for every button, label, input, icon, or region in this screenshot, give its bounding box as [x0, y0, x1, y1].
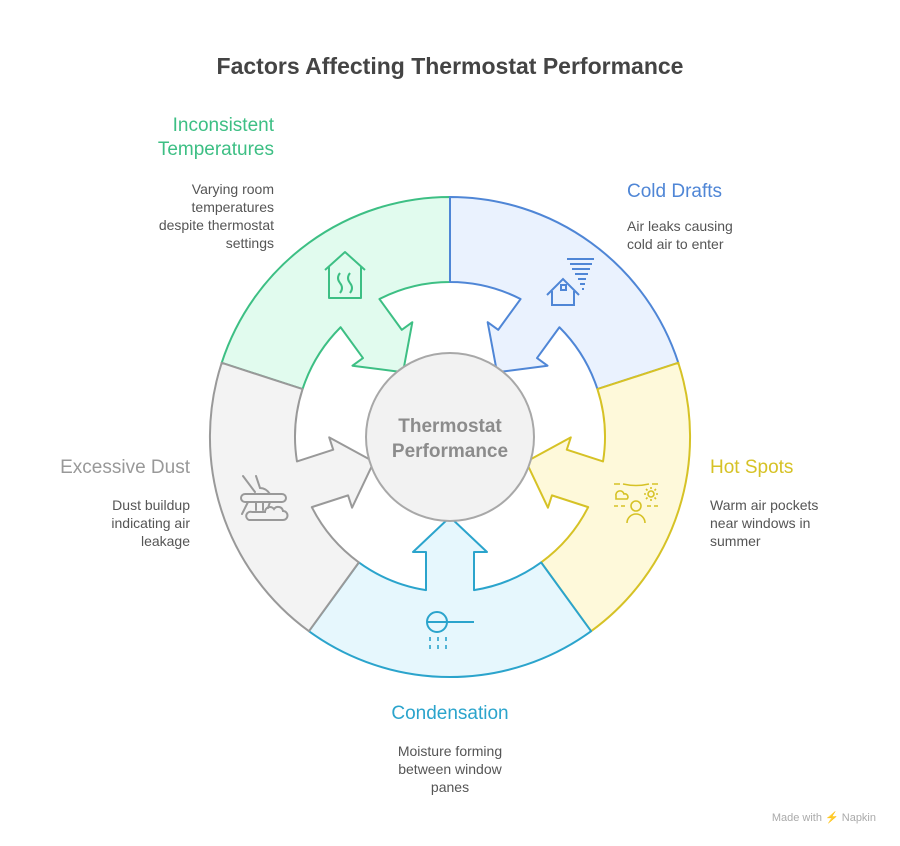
factor-title-cold-drafts: Cold Drafts	[627, 181, 723, 202]
desc-line: panes	[430, 779, 470, 795]
title-line: Temperatures	[157, 139, 274, 160]
desc-line: between window	[398, 761, 502, 777]
desc-line: Moisture forming	[397, 743, 503, 759]
center-circle	[365, 352, 535, 522]
center-label-line2: Performance	[391, 441, 509, 462]
factor-desc-hot-spots: Warm air pockets near windows in summer	[710, 496, 818, 550]
made-with-napkin-watermark[interactable]: Made with ⚡ Napkin	[771, 812, 876, 824]
center-label: Thermostat Performance	[366, 414, 534, 464]
factor-title-condensation: Condensation	[391, 703, 509, 724]
desc-line: Warm air pockets	[710, 497, 819, 513]
desc-line: cold air to enter	[627, 236, 724, 252]
factor-title-inconsistent-temperatures: Inconsistent Temperatures	[158, 114, 274, 162]
desc-line: leakage	[140, 533, 190, 549]
segment-condensation	[307, 516, 593, 679]
factor-desc-condensation: Moisture forming between window panes	[300, 742, 600, 796]
factor-title-hot-spots: Hot Spots	[710, 457, 794, 478]
desc-line: Dust buildup	[112, 497, 190, 513]
factor-desc-cold-drafts: Air leaks causing cold air to enter	[627, 217, 733, 253]
house-heat-icon	[324, 251, 366, 299]
dust-icon	[240, 475, 289, 521]
cloud-rain-icon	[426, 611, 474, 649]
desc-line: despite thermostat	[158, 217, 274, 233]
house-wind-icon	[546, 258, 594, 306]
desc-line: indicating air	[111, 515, 190, 531]
desc-line: settings	[225, 235, 274, 251]
segment-hot-spots	[525, 361, 692, 633]
factor-title-excessive-dust: Excessive Dust	[60, 457, 190, 478]
desc-line: Air leaks causing	[627, 218, 733, 234]
factor-desc-excessive-dust: Dust buildup indicating air leakage	[111, 496, 190, 550]
desc-line: near windows in	[710, 515, 811, 531]
title-line: Inconsistent	[172, 115, 274, 136]
factor-desc-inconsistent-temperatures: Varying room temperatures despite thermo…	[159, 180, 274, 252]
segment-cold-drafts	[448, 195, 680, 391]
segment-excessive-dust	[208, 361, 375, 633]
desc-line: temperatures	[191, 199, 274, 215]
center-label-line1: Thermostat	[398, 416, 502, 437]
desc-line: summer	[710, 533, 761, 549]
diagram-title: Factors Affecting Thermostat Performance	[216, 53, 684, 79]
sun-person-icon	[614, 483, 658, 524]
desc-line: Varying room	[191, 181, 274, 197]
